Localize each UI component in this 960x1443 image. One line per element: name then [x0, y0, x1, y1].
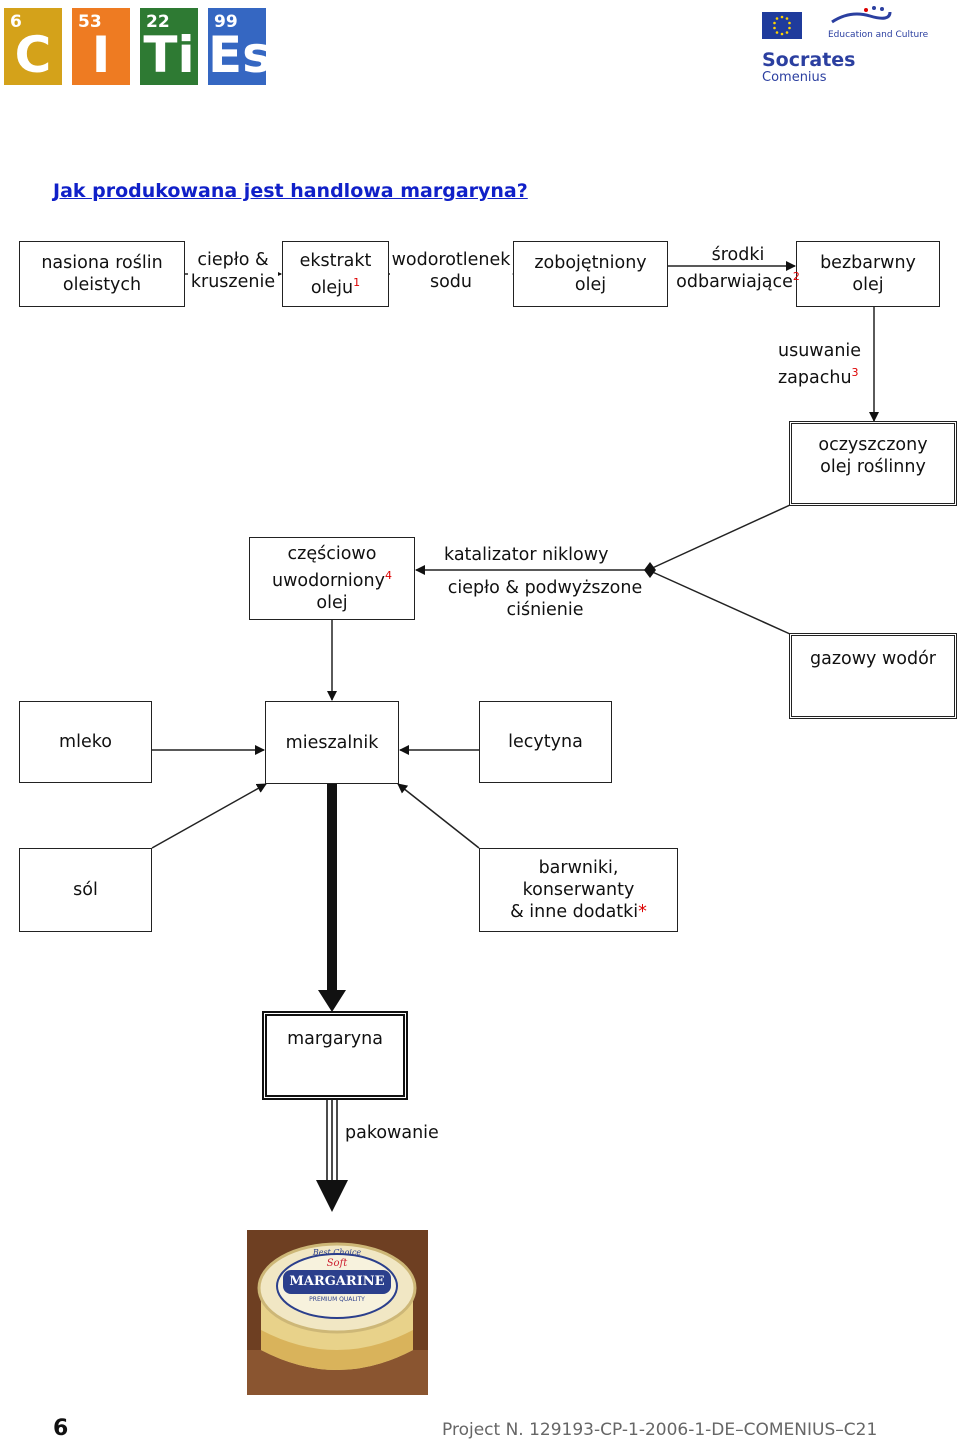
- page-title[interactable]: Jak produkowana jest handlowa margaryna?: [53, 180, 528, 202]
- lid-text-soft: Soft: [326, 1258, 348, 1269]
- eu-flag-icon: [762, 12, 802, 39]
- edge-margarine-packing: [326, 1099, 338, 1182]
- tile-number: 53: [78, 12, 102, 32]
- node-extract-label: ekstrakt oleju: [299, 250, 372, 298]
- additives-line-2: konserwanty: [522, 880, 635, 900]
- footnote-3: 3: [851, 366, 859, 379]
- program-tagline: Education and Culture: [828, 30, 929, 40]
- edge-label-packing: pakowanie: [345, 1123, 439, 1143]
- node-lecithin-label: lecytyna: [508, 732, 583, 752]
- page-number: 6: [53, 1416, 69, 1441]
- logo-tile-es: 99 Es: [208, 8, 272, 85]
- node-salt: sól: [19, 848, 152, 932]
- node-mixer: mieszalnik: [265, 701, 399, 784]
- node-margarine: margaryna: [262, 1011, 408, 1100]
- project-id: Project N. 129193-CP-1-2006-1-DE–COMENIU…: [442, 1420, 878, 1440]
- node-salt-label: sól: [73, 880, 98, 900]
- lid-text-top: Best Choice: [312, 1248, 362, 1257]
- node-partial-label-end: olej: [316, 592, 348, 613]
- lid-text-brand: MARGARINE: [289, 1274, 385, 1289]
- node-seeds-label: nasiona roślin oleistych: [41, 253, 163, 295]
- logo-tile-c: 6 C: [4, 8, 62, 85]
- footnote-1: 1: [353, 275, 361, 289]
- tile-symbol: C: [14, 26, 52, 84]
- node-mixer-label: mieszalnik: [285, 732, 379, 753]
- arrowhead-packing-icon: [316, 1180, 348, 1212]
- node-lecithin: lecytyna: [479, 701, 612, 783]
- node-neutral: zobojętniony olej: [513, 241, 668, 307]
- node-milk-label: mleko: [59, 732, 112, 752]
- edge-additives-mixer: [397, 783, 480, 849]
- tile-symbol: Ti: [143, 26, 195, 84]
- tile-number: 6: [10, 12, 22, 32]
- edge-salt-mixer: [151, 783, 267, 849]
- tile-symbol: Es: [208, 26, 272, 84]
- logo-tile-ti: 22 Ti: [140, 8, 198, 85]
- node-colorless: bezbarwny olej: [796, 241, 940, 307]
- node-milk: mleko: [19, 701, 152, 783]
- footnote-4: 4: [384, 569, 392, 583]
- logo-tile-i: 53 I: [72, 8, 130, 85]
- tile-number: 99: [214, 12, 238, 32]
- node-hydrogen-label: gazowy wodór: [810, 649, 936, 669]
- edge-label-heat-crush: ciepło &kruszenie: [188, 249, 278, 293]
- swoosh-icon: [830, 4, 892, 28]
- node-additives: barwniki, konserwanty & inne dodatki*: [479, 848, 678, 932]
- program-name: Socrates: [762, 49, 856, 71]
- node-extract: ekstrakt oleju1: [282, 241, 389, 307]
- additives-asterisk: *: [638, 902, 647, 922]
- node-margarine-label: margaryna: [287, 1029, 383, 1049]
- tile-number: 22: [146, 12, 170, 32]
- node-seeds: nasiona roślin oleistych: [19, 241, 185, 307]
- additives-line-3: & inne dodatki: [510, 902, 639, 922]
- margarine-tub-photo: Best Choice Soft MARGARINE PREMIUM QUALI…: [247, 1230, 428, 1395]
- footnote-2: 2: [792, 270, 800, 283]
- edge-label-catalyst: katalizator niklowy: [444, 545, 609, 565]
- tile-symbol: I: [91, 26, 111, 84]
- junction-diamond-icon: [644, 562, 656, 578]
- node-colorless-label: bezbarwny olej: [820, 253, 916, 295]
- edge-mixer-margarine: [327, 784, 337, 990]
- program-subname: Comenius: [762, 70, 827, 85]
- node-purified-label: oczyszczony olej roślinny: [818, 435, 928, 477]
- node-purified: oczyszczony olej roślinny: [789, 421, 957, 506]
- edge-hydrogen-junction: [647, 569, 791, 635]
- node-partial-label: częściowo uwodorniony: [272, 544, 385, 591]
- node-hydrogen: gazowy wodór: [789, 633, 957, 719]
- lid-text-sub: PREMIUM QUALITY: [309, 1296, 365, 1303]
- edge-purified-junction: [647, 504, 791, 571]
- node-neutral-label: zobojętniony olej: [534, 253, 647, 295]
- additives-line-1: barwniki,: [538, 858, 619, 878]
- arrowhead-margarine-icon: [318, 990, 346, 1012]
- node-partial: częściowo uwodorniony4 olej: [249, 537, 415, 620]
